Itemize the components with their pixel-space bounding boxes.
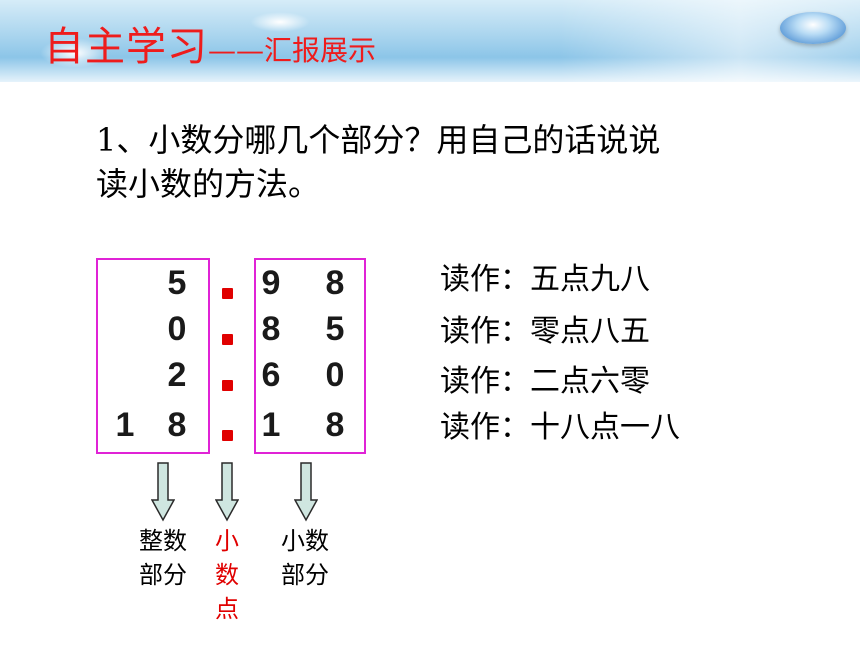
integer-part-box bbox=[96, 258, 210, 454]
decimal-point bbox=[222, 430, 233, 441]
label-line: 小数 bbox=[281, 527, 329, 555]
decimal-digit: 9 bbox=[261, 264, 281, 302]
integer-digit: 2 bbox=[167, 356, 187, 394]
title-sub: 汇报展示 bbox=[264, 34, 377, 67]
decimal-point-label: 小 数 点 bbox=[211, 524, 243, 626]
decimal-digit: 0 bbox=[325, 356, 345, 394]
label-line: 部分 bbox=[139, 561, 187, 589]
question-text: 1、小数分哪几个部分？用自己的话说说 读小数的方法。 bbox=[96, 118, 796, 206]
title-main: 自主学习 bbox=[44, 24, 208, 70]
banner-oval-ornament bbox=[780, 12, 846, 44]
label-line: 点 bbox=[215, 595, 239, 623]
integer-part-label: 整数 部分 bbox=[131, 524, 195, 592]
down-arrow-icon bbox=[151, 462, 175, 522]
decimal-digit: 8 bbox=[325, 264, 345, 302]
label-line: 部分 bbox=[281, 561, 329, 589]
decimal-point bbox=[222, 288, 233, 299]
decimal-part-box bbox=[254, 258, 366, 454]
question-line: 1、小数分哪几个部分？用自己的话说说 bbox=[96, 121, 661, 159]
reading-text: 读作：零点八五 bbox=[440, 314, 650, 349]
decimal-point bbox=[222, 380, 233, 391]
down-arrow-icon bbox=[294, 462, 318, 522]
label-line: 小 bbox=[215, 527, 239, 555]
reading-text: 读作：二点六零 bbox=[440, 364, 650, 399]
reading-text: 读作：五点九八 bbox=[440, 262, 650, 297]
question-line: 读小数的方法。 bbox=[96, 165, 321, 203]
integer-digit: 1 bbox=[115, 406, 135, 444]
banner-highlight bbox=[250, 12, 310, 32]
integer-digit: 8 bbox=[167, 406, 187, 444]
decimal-part-label: 小数 部分 bbox=[273, 524, 337, 592]
integer-digit: 5 bbox=[167, 264, 187, 302]
decimal-digit: 8 bbox=[325, 406, 345, 444]
banner-highlight bbox=[40, 38, 110, 68]
integer-digit: 0 bbox=[167, 310, 187, 348]
header-banner: 自主学习——汇报展示 bbox=[0, 0, 860, 82]
decimal-digit: 5 bbox=[325, 310, 345, 348]
decimal-point bbox=[222, 334, 233, 345]
down-arrow-icon bbox=[215, 462, 239, 522]
decimal-digit: 6 bbox=[261, 356, 281, 394]
page-title: 自主学习——汇报展示 bbox=[44, 14, 376, 72]
decimal-digit: 1 bbox=[261, 406, 281, 444]
label-line: 数 bbox=[215, 561, 239, 589]
reading-text: 读作：十八点一八 bbox=[440, 410, 680, 445]
decimal-digit: 8 bbox=[261, 310, 281, 348]
label-line: 整数 bbox=[139, 527, 187, 555]
title-dash: —— bbox=[208, 34, 264, 67]
